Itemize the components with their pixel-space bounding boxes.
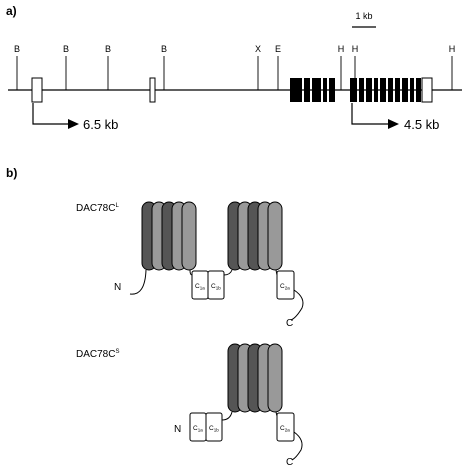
restriction-site-9: H bbox=[449, 44, 456, 90]
domain-c1b: C1b bbox=[205, 412, 223, 442]
coding-exon bbox=[374, 78, 378, 102]
coding-exon bbox=[359, 78, 364, 102]
domain-c2a: C2a bbox=[276, 270, 295, 300]
domain-c1a: C1a bbox=[191, 270, 209, 300]
restriction-site-7: H bbox=[338, 44, 345, 90]
svg-text:C2a: C2a bbox=[280, 283, 290, 291]
panel-b-label: b) bbox=[6, 166, 17, 180]
site-letter: E bbox=[275, 44, 281, 54]
linker bbox=[223, 269, 233, 276]
restriction-site-2: B bbox=[63, 44, 69, 90]
restriction-site-6: E bbox=[275, 44, 281, 90]
coding-exon bbox=[388, 78, 393, 102]
restriction-site-3: B bbox=[105, 44, 111, 90]
site-letter: B bbox=[161, 44, 167, 54]
coding-exon-cluster-2 bbox=[350, 78, 421, 102]
restriction-site-1: B bbox=[14, 44, 20, 90]
restriction-site-4: B bbox=[161, 44, 167, 90]
arrowhead-icon bbox=[68, 119, 79, 129]
coding-exon bbox=[350, 78, 357, 102]
c-terminal-tail bbox=[291, 431, 303, 461]
n-terminal-tail bbox=[129, 269, 147, 295]
coding-exon bbox=[312, 78, 321, 102]
domain-c2a: C2a bbox=[276, 412, 295, 442]
site-letter: B bbox=[105, 44, 111, 54]
isoform-long: DAC78CL N C C1a bbox=[76, 201, 304, 329]
site-letter: H bbox=[338, 44, 345, 54]
c-terminus-label: C bbox=[286, 318, 293, 329]
arrowhead-icon bbox=[388, 119, 399, 129]
transcript-arrow-2: 4.5 kb bbox=[351, 103, 439, 132]
svg-text:C1b: C1b bbox=[211, 283, 221, 291]
isoform-name: DAC78CS bbox=[76, 349, 119, 360]
transcript-arrow-1: 6.5 kb bbox=[32, 103, 118, 132]
coding-exon bbox=[416, 78, 421, 102]
exon-noncoding-3 bbox=[421, 77, 433, 103]
coding-exon bbox=[329, 78, 335, 102]
coding-exon bbox=[366, 78, 372, 102]
c-terminus-label: C bbox=[286, 457, 293, 467]
svg-text:C2a: C2a bbox=[280, 425, 290, 433]
coding-exon bbox=[304, 78, 310, 102]
transmembrane-bundle-2 bbox=[227, 201, 283, 271]
isoform-name: DAC78CL bbox=[76, 203, 119, 214]
svg-text:C1b: C1b bbox=[209, 425, 219, 433]
coding-exon-cluster-1 bbox=[290, 78, 335, 102]
coding-exon bbox=[395, 78, 400, 102]
domain-c1b: C1b bbox=[207, 270, 225, 300]
site-letter: B bbox=[14, 44, 20, 54]
linker bbox=[221, 411, 233, 421]
site-letter: H bbox=[449, 44, 456, 54]
exon-noncoding-2 bbox=[149, 77, 156, 103]
domain-c1a: C1a bbox=[189, 412, 207, 442]
restriction-site-5: X bbox=[255, 44, 261, 90]
svg-text:C1a: C1a bbox=[193, 425, 203, 433]
c-terminal-tail bbox=[290, 289, 304, 321]
site-letter: B bbox=[63, 44, 69, 54]
n-terminus-label: N bbox=[174, 424, 181, 435]
coding-exon bbox=[323, 78, 327, 102]
svg-text:C1a: C1a bbox=[195, 283, 205, 291]
coding-exon bbox=[402, 78, 408, 102]
coding-exon bbox=[290, 78, 302, 102]
transmembrane-bundle bbox=[227, 343, 283, 413]
n-terminus-label: N bbox=[114, 282, 121, 293]
coding-exon bbox=[410, 78, 414, 102]
transcript-size-1: 6.5 kb bbox=[83, 117, 118, 132]
isoform-short: DAC78CS N C C1a C1b C2a bbox=[76, 343, 303, 467]
panel-a-label: a) bbox=[6, 4, 17, 18]
site-letter: H bbox=[352, 44, 359, 54]
site-letter: X bbox=[255, 44, 261, 54]
transcript-size-2: 4.5 kb bbox=[404, 117, 439, 132]
scale-label: 1 kb bbox=[355, 11, 372, 21]
transmembrane-bundle-1 bbox=[141, 201, 197, 271]
exon-noncoding-1 bbox=[31, 77, 43, 103]
coding-exon bbox=[380, 78, 386, 102]
